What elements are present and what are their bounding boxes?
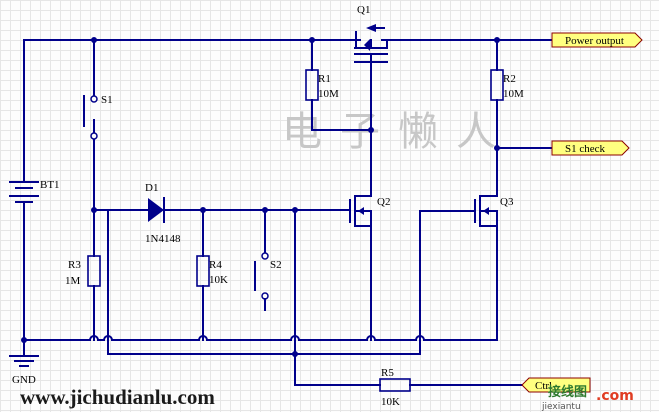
logo-main-text: 接线图 — [548, 384, 587, 400]
q1-label: Q1 — [357, 4, 370, 16]
r3-value: 1M — [65, 275, 81, 287]
q2-label: Q2 — [377, 196, 390, 208]
junction-dots — [21, 37, 500, 357]
mosfet-q2 — [349, 129, 372, 341]
resistor-r1 — [305, 39, 372, 131]
site-watermark: www.jichudianlu.com — [20, 385, 215, 409]
r4-value: 10K — [209, 274, 228, 286]
port-ctrl: Ctrl — [521, 377, 591, 393]
mosfet-q1 — [349, 24, 393, 131]
gate-drive-wire — [93, 209, 476, 341]
port-s1-check: S1 check — [551, 140, 630, 156]
resistor-r5 — [379, 378, 411, 392]
r5-ref: R5 — [381, 367, 394, 379]
switch-s2 — [254, 209, 269, 311]
d1-value: 1N4148 — [145, 233, 181, 245]
logo-sub-text: jiexiantu — [541, 402, 581, 412]
r4-ref: R4 — [209, 259, 222, 271]
ground-symbol — [9, 355, 39, 367]
port-ctrl-label: Ctrl — [535, 380, 552, 392]
gnd-label: GND — [12, 374, 36, 386]
s1-label: S1 — [101, 94, 113, 106]
r2-ref: R2 — [503, 73, 516, 85]
battery-bt1 — [9, 177, 39, 341]
r1-value: 10M — [318, 88, 339, 100]
r2-value: 10M — [503, 88, 524, 100]
bt1-label: BT1 — [40, 179, 60, 191]
logo-com-text: .com — [596, 388, 634, 404]
mosfet-q3 — [474, 195, 498, 341]
resistor-r4 — [196, 209, 210, 341]
port-s1-check-label: S1 check — [565, 143, 606, 155]
watermark-chinese: 电子懒人 — [282, 109, 514, 155]
s2-label: S2 — [270, 259, 282, 271]
jiexiantu-logo: 接线图 .com jiexiantu — [541, 384, 634, 412]
d1-ref: D1 — [145, 182, 158, 194]
ground-bus-wire — [23, 209, 523, 386]
r1-ref: R1 — [318, 73, 331, 85]
r3-ref: R3 — [68, 259, 81, 271]
switch-s1 — [83, 39, 98, 211]
top-rail-wire — [23, 39, 553, 179]
resistor-r3 — [87, 209, 101, 341]
diode-d1 — [148, 197, 165, 223]
port-power-output: Power output — [551, 32, 643, 48]
port-power-output-label: Power output — [565, 35, 624, 47]
r5-value: 10K — [381, 396, 400, 408]
q3-label: Q3 — [500, 196, 514, 208]
